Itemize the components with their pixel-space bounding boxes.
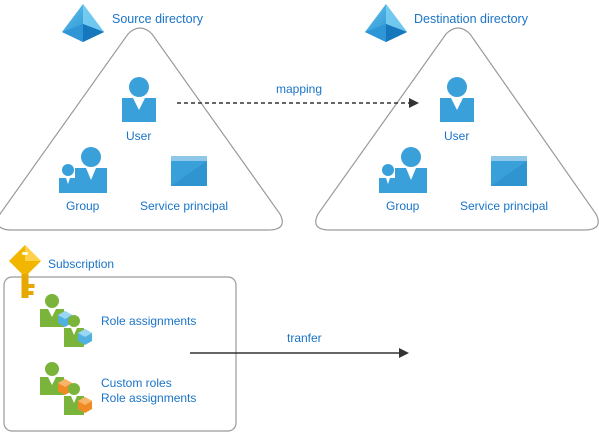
azure-ad-pyramid-icon: [363, 2, 409, 44]
transfer-label: tranfer: [287, 331, 322, 345]
destination-group-label: Group: [386, 199, 420, 213]
window-icon: [171, 156, 207, 186]
subscription-box: [3, 276, 237, 432]
destination-user-label: User: [444, 129, 470, 143]
custom-roles-label: Custom roles: [101, 376, 172, 390]
group-icon: [58, 146, 108, 194]
window-icon: [491, 156, 527, 186]
source-user-label: User: [126, 129, 152, 143]
source-directory-title: Source directory: [112, 12, 204, 26]
custom-role-assignments-label: Role assignments: [101, 391, 197, 405]
role-assignment-icon: [38, 293, 94, 351]
azure-ad-pyramid-icon: [60, 2, 106, 44]
role-assignments-label: Role assignments: [101, 314, 197, 328]
key-icon: [8, 244, 42, 300]
subscription-title: Subscription: [48, 257, 115, 271]
custom-role-icon: [38, 361, 94, 419]
mapping-label: mapping: [276, 82, 323, 96]
user-icon: [438, 76, 476, 124]
user-icon: [120, 76, 158, 124]
source-service-principal-label: Service principal: [140, 199, 229, 213]
destination-directory-title: Destination directory: [414, 12, 528, 26]
source-group-label: Group: [66, 199, 100, 213]
destination-service-principal-label: Service principal: [460, 199, 549, 213]
group-icon: [378, 146, 428, 194]
source-directory-triangle: [0, 27, 283, 231]
destination-directory-triangle: [315, 27, 599, 231]
